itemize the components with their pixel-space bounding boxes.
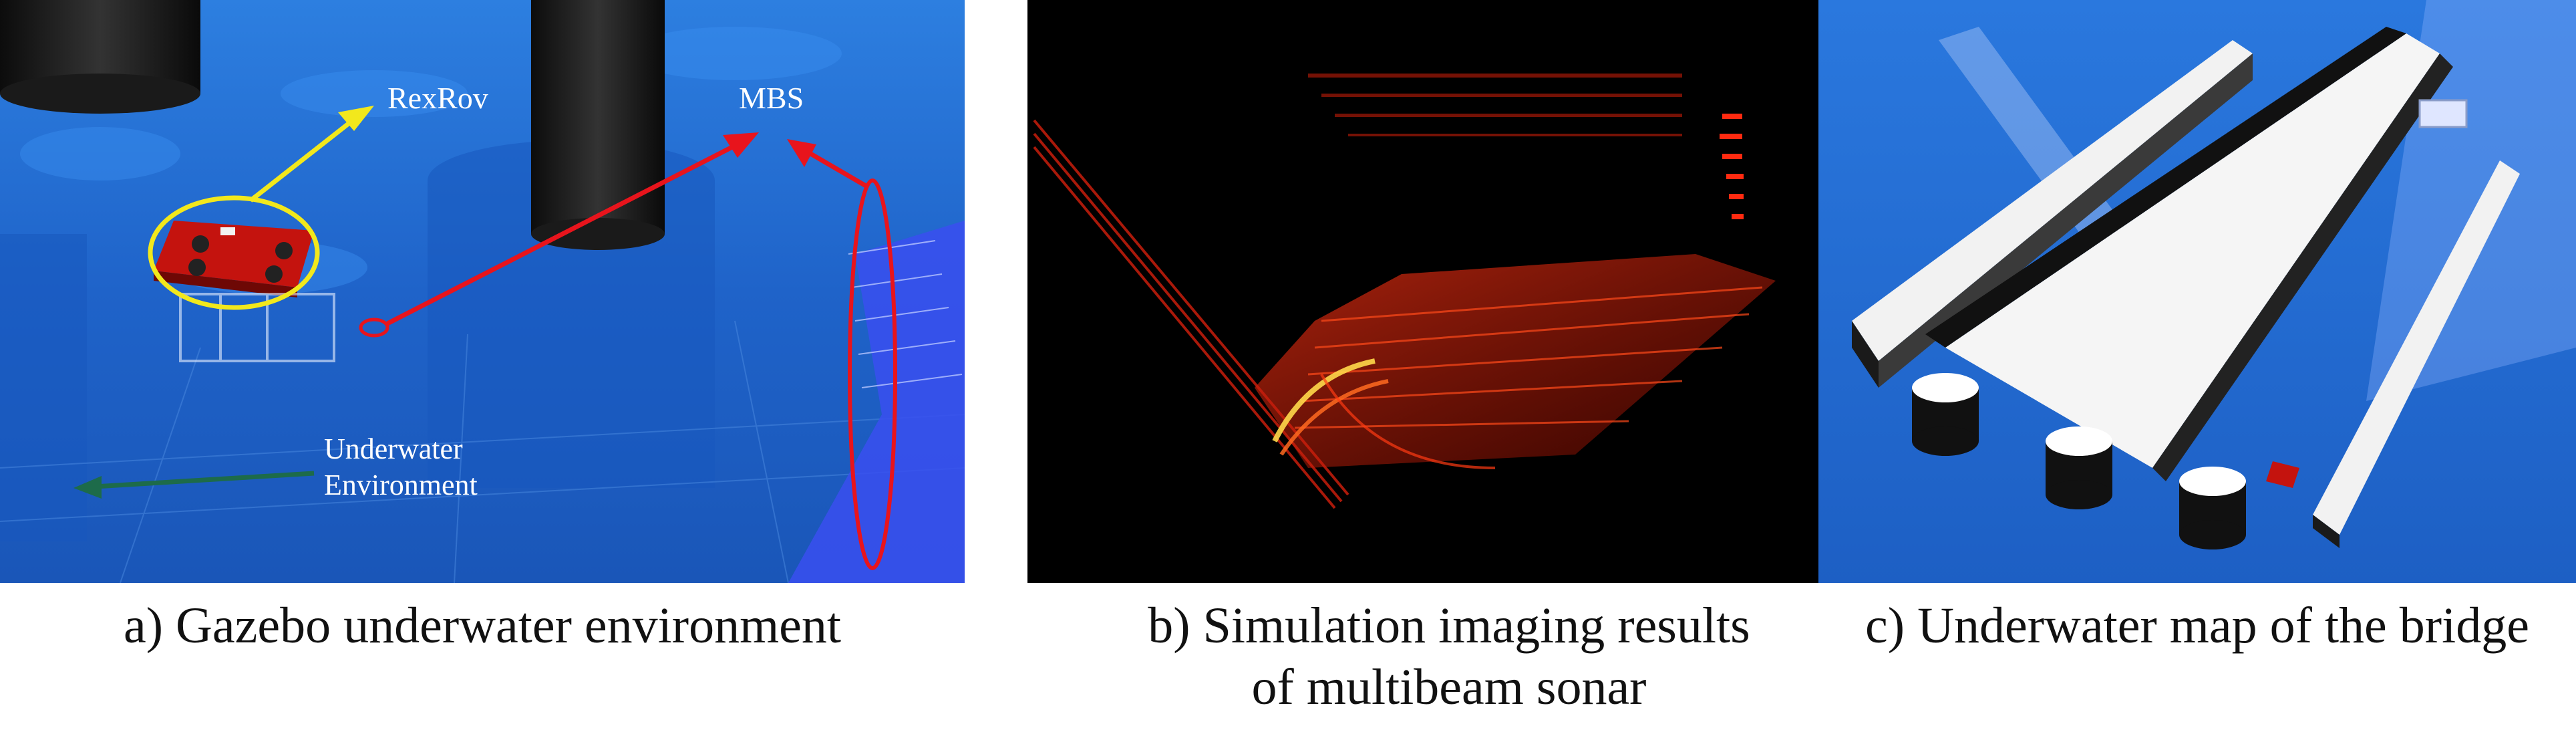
environment-arrow — [94, 471, 315, 489]
mbs-highlight-small — [359, 318, 389, 338]
environment-label-line1: Underwater — [324, 432, 463, 465]
mbs-arrow-right — [807, 150, 867, 189]
sonar-imaging-image — [1027, 0, 1871, 583]
caption-panel-b-line1: b) Simulation imaging results — [1148, 598, 1750, 654]
caption-panel-c: c) Underwater map of the bridge — [1865, 598, 2529, 654]
bridge-map-image — [1818, 0, 2576, 583]
mbs-highlight-fan — [848, 178, 897, 570]
caption-panel-b-line2: of multibeam sonar — [1251, 659, 1647, 715]
rexrov-label: RexRov — [387, 81, 488, 115]
mbs-label: MBS — [739, 81, 804, 115]
rexrov-arrow — [249, 118, 355, 203]
mbs-arrow-left — [386, 143, 736, 326]
caption-panel-a: a) Gazebo underwater environment — [123, 598, 842, 654]
environment-label-line2: Environment — [324, 469, 478, 501]
rexrov-highlight — [148, 195, 320, 310]
gazebo-environment-image: RexRov MBS Underwater Environment — [0, 0, 965, 583]
caption-panel-b: b) Simulation imaging results of multibe… — [1027, 595, 1871, 718]
